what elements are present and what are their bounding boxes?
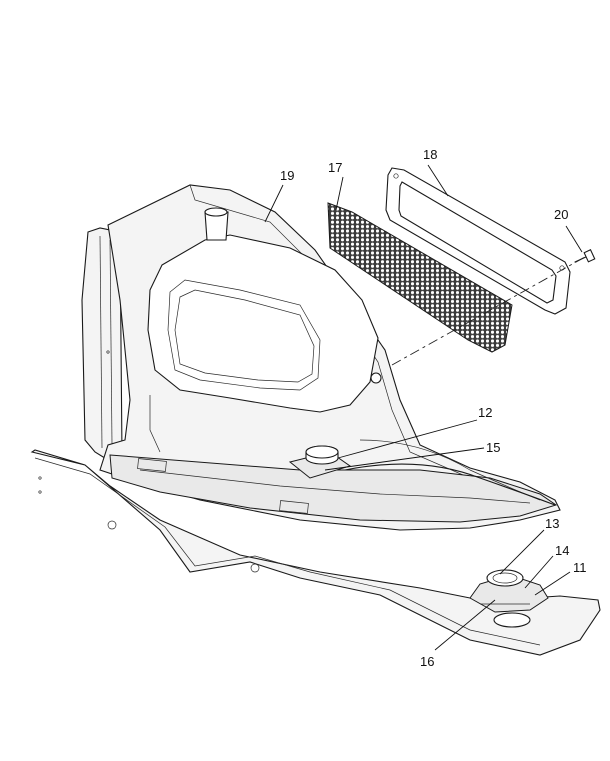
callout-12: 12 [478,405,492,420]
screw [574,249,596,263]
speaker-grille-mesh [327,202,513,353]
small-speaker [288,445,352,479]
sill-flange [30,449,601,656]
callout-16: 16 [420,654,434,669]
callout-14: 14 [555,543,569,558]
callout-15: 15 [486,440,500,455]
grille-frame [385,167,571,315]
callout-17: 17 [328,160,342,175]
callout-19: 19 [280,168,294,183]
floor-tub [109,454,558,523]
assembly-centerline [391,256,586,366]
inner-pod [147,234,379,413]
callout-13: 13 [545,516,559,531]
callout-11: 11 [573,560,587,575]
callout-18: 18 [423,147,437,162]
quarter-trim-panel [30,184,601,656]
retaining-clip [370,372,382,384]
callout-20: 20 [554,207,568,222]
leader-lines [264,164,583,651]
